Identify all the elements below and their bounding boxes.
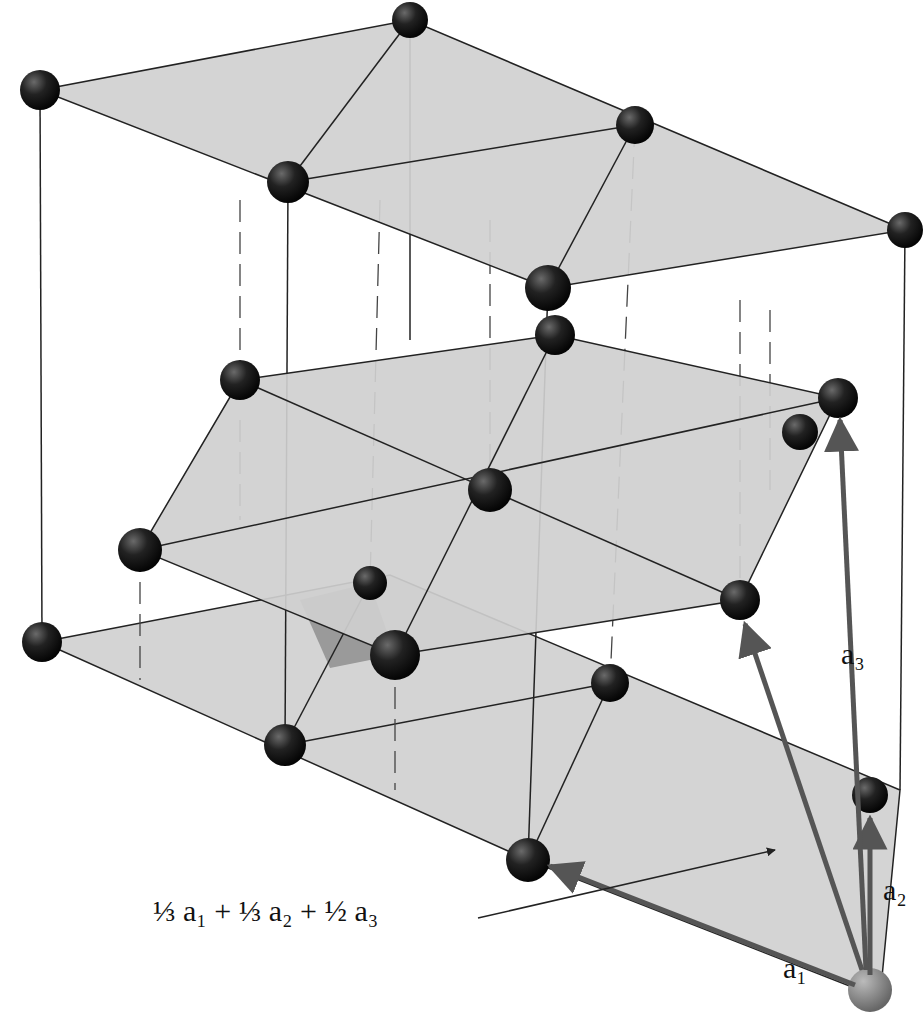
lattice-vectors	[478, 420, 870, 985]
leader-line	[478, 850, 775, 918]
vector-label: a₁	[780, 950, 810, 985]
top-plane	[40, 20, 905, 288]
vector-label: a₃	[838, 636, 868, 671]
vertical-lines	[40, 20, 905, 860]
middle-plane	[140, 335, 838, 655]
atoms	[20, 2, 923, 1012]
vector-expression: ⅓ a₁ + ⅓ a₂ + ½ a₃	[150, 893, 381, 928]
vector-label: a₂	[880, 872, 910, 907]
